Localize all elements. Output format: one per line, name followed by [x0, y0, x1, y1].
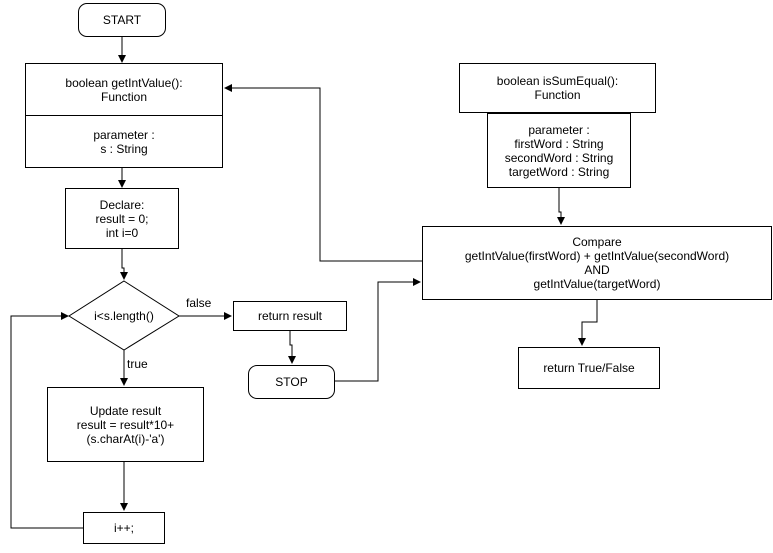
condition-text: i<s.length()	[94, 309, 154, 323]
issumequal-kind: Function	[534, 88, 581, 102]
return-true-false-label: return True/False	[543, 361, 635, 375]
edge-label-true: true	[127, 357, 148, 371]
edge-stop-to-compare	[335, 278, 421, 382]
return-result-box: return result	[233, 301, 347, 331]
update-result-title: Update result	[89, 403, 162, 418]
declare-index: int i=0	[105, 225, 139, 240]
return-result-label: return result	[257, 309, 323, 323]
edge-issumequal-to-compare	[557, 188, 565, 225]
stop-terminal: STOP	[248, 365, 335, 399]
issumequal-param-target: targetWord : String	[508, 164, 610, 179]
edge-declare-to-condition	[120, 249, 128, 280]
edge-compare-to-return-bool	[578, 300, 598, 346]
return-true-false-box: return True/False	[518, 347, 660, 389]
condition-label: i<s.length()	[84, 309, 164, 323]
increment-label: i++;	[113, 521, 134, 535]
declare-title: Declare:	[99, 197, 145, 212]
issumequal-param-first: firstWord : String	[514, 136, 604, 151]
increment-box: i++;	[83, 512, 165, 544]
start-label: START	[102, 13, 142, 27]
issumequal-signature: boolean isSumEqual():	[496, 74, 619, 88]
getintvalue-function-box: boolean getIntValue(): Function paramete…	[25, 63, 223, 168]
issumequal-param-second: secondWord : String	[504, 150, 614, 165]
declare-box: Declare: result = 0; int i=0	[65, 188, 179, 249]
compare-sum-expr: getIntValue(firstWord) + getIntValue(sec…	[464, 249, 730, 263]
compare-and: AND	[584, 263, 610, 277]
compare-title: Compare	[572, 235, 622, 249]
compare-box: Compare getIntValue(firstWord) + getIntV…	[422, 226, 772, 300]
getintvalue-param-s: s : String	[100, 141, 148, 156]
getintvalue-signature: boolean getIntValue():	[65, 75, 183, 90]
issumequal-header-box: boolean isSumEqual(): Function	[459, 63, 656, 113]
getintvalue-kind: Function	[100, 89, 148, 104]
edge-loop-back	[10, 312, 83, 529]
issumequal-param-heading: parameter :	[528, 122, 590, 137]
start-terminal: START	[78, 3, 166, 37]
edge-return-to-stop	[288, 331, 296, 364]
update-result-expr: result = result*10+	[76, 417, 175, 432]
getintvalue-params: parameter : s : String	[26, 116, 222, 167]
declare-result: result = 0;	[95, 211, 149, 226]
edge-compare-to-getintvalue	[224, 84, 422, 262]
condition-diamond	[68, 280, 180, 351]
issumequal-params-box: parameter : firstWord : String secondWor…	[487, 113, 631, 188]
update-result-box: Update result result = result*10+ (s.cha…	[47, 387, 204, 462]
compare-target-expr: getIntValue(targetWord)	[533, 277, 661, 291]
getintvalue-header: boolean getIntValue(): Function	[26, 64, 222, 116]
update-result-expr-cont: (s.charAt(i)-'a')	[86, 431, 165, 446]
stop-label: STOP	[275, 375, 308, 389]
edge-label-false: false	[186, 296, 212, 310]
getintvalue-param-heading: parameter :	[93, 127, 155, 142]
